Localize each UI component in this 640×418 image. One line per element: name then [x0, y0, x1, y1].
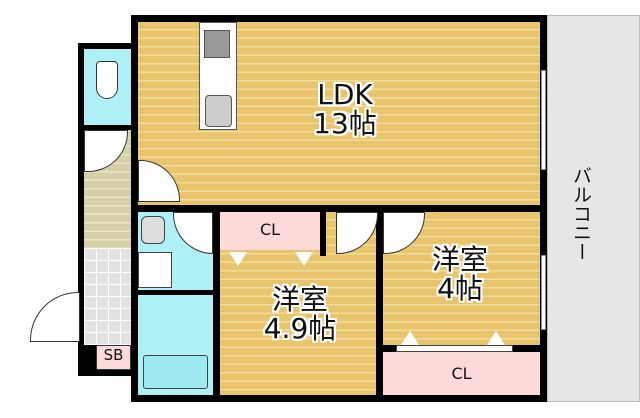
entrance — [84, 248, 131, 345]
window-ldk — [541, 70, 546, 170]
toilet-room — [84, 49, 131, 125]
entrance-door[interactable] — [30, 292, 80, 342]
closet-a-wall — [320, 212, 326, 256]
ldk-name: LDK — [317, 78, 373, 111]
balcony-label: バルコニー — [570, 166, 592, 261]
washing-machine-space — [138, 252, 172, 288]
closet-b: CL — [383, 352, 540, 395]
closet-b-label: CL — [451, 364, 472, 383]
toilet-icon — [96, 61, 118, 99]
shoe-box-label: SB — [103, 346, 124, 364]
closet-b-track — [396, 345, 513, 352]
kitchen-counter — [199, 22, 237, 130]
western-4-name: 洋室 — [431, 243, 488, 276]
western-4-9-size: 4.9帖 — [263, 312, 337, 346]
closet-a-label: CL — [259, 220, 281, 239]
shoe-box: SB — [96, 345, 131, 370]
closet-a: CL — [220, 212, 320, 250]
sink-icon — [205, 95, 232, 127]
closet-b-door[interactable] — [487, 331, 505, 345]
ldk-size: 13帖 — [313, 107, 377, 141]
closet-a-door[interactable] — [295, 252, 313, 266]
bathtub — [143, 355, 208, 389]
western-4-size: 4帖 — [437, 272, 483, 306]
window-western-4 — [541, 255, 546, 330]
bathroom — [138, 295, 213, 395]
closet-b-door[interactable] — [401, 331, 419, 345]
western-4-9-label: 洋室 4.9帖 — [240, 285, 360, 344]
ldk-label: LDK 13帖 — [290, 80, 400, 139]
washroom-door[interactable] — [173, 212, 213, 254]
balcony: バルコニー — [547, 15, 640, 402]
closet-a-door[interactable] — [229, 252, 247, 266]
washbasin-icon — [141, 216, 165, 244]
western-4-9-name: 洋室 — [271, 283, 328, 316]
western-4-label: 洋室 4帖 — [410, 245, 510, 304]
stove-icon — [204, 30, 230, 58]
washroom — [138, 212, 213, 290]
